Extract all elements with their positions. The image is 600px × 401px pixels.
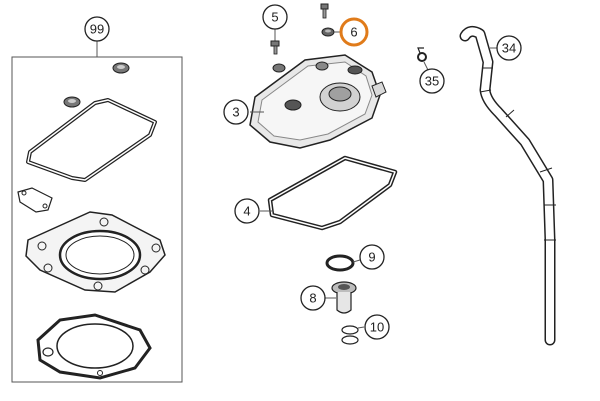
kit-bolt-hole (43, 263, 53, 273)
hose-segment (505, 109, 515, 118)
callout-6[interactable]: 6 (339, 17, 369, 47)
kit-cover-gasket-inner (27, 99, 156, 181)
kit-bolt-hole (93, 281, 103, 291)
kit-flange-gasket (17, 187, 53, 213)
hose-clamp-35 (417, 52, 427, 62)
breather-hose-group (417, 25, 556, 346)
callout-35-circle (419, 68, 445, 94)
callout-layer: 99 5 6 3 4 34 35 9 (84, 4, 522, 340)
kit-head-gasket-bore (58, 229, 142, 281)
valve-cover-boss-hole (328, 86, 352, 102)
leader-9 (352, 259, 361, 263)
callout-4-label: 4 (243, 204, 250, 219)
callout-9-circle (359, 244, 385, 270)
o-ring-10-bottom (341, 335, 359, 345)
callout-35-label: 35 (425, 74, 439, 89)
screw-head (320, 3, 329, 10)
callout-99-label: 99 (90, 22, 104, 37)
kit-base-dowel (42, 347, 54, 357)
o-ring-10-top (341, 325, 359, 335)
cover-gasket-inner (269, 157, 396, 229)
callout-9-label: 9 (368, 250, 375, 265)
callout-10[interactable]: 10 (364, 314, 390, 340)
callout-8-label: 8 (309, 291, 316, 306)
seal-ring-9 (325, 254, 355, 272)
cover-gasket-group (260, 155, 398, 231)
kit-flange-hole (21, 190, 27, 196)
callout-5-label: 5 (271, 10, 278, 25)
valve-cover-top (257, 61, 373, 141)
kit-flange-hole (42, 203, 48, 209)
callout-4[interactable]: 4 (234, 198, 260, 224)
kit-bolt-hole (151, 243, 161, 253)
breather-nipple (371, 81, 387, 98)
callout-6-circle-highlight (339, 17, 369, 47)
valve-cover-bolt-hole (315, 61, 329, 71)
breather-hose-outline (459, 25, 556, 346)
valve-cover-group (249, 54, 387, 149)
cover-gasket (267, 155, 398, 231)
kit-base-gasket (36, 313, 152, 380)
callout-5-circle (262, 4, 288, 30)
sleeve-group (325, 254, 365, 345)
breather-hose-body (461, 27, 554, 344)
hose-segment (479, 89, 492, 93)
callout-3-circle (223, 99, 249, 125)
callout-8-circle (300, 285, 326, 311)
leader-10 (357, 326, 365, 329)
valve-cover-bolt-hole (284, 99, 302, 111)
screw-shank (273, 45, 278, 55)
callout-99[interactable]: 99 (84, 16, 110, 42)
kit-bolt-hole (99, 217, 109, 227)
kit-base-hole (97, 370, 103, 376)
screw-shank (322, 8, 327, 19)
grommet-hole (68, 99, 76, 103)
screw-head (270, 40, 280, 47)
valve-cover-bolt-hole (347, 65, 363, 75)
leader-35 (423, 61, 429, 71)
callout-34[interactable]: 34 (496, 35, 522, 61)
hose-segment (539, 167, 553, 173)
seal-ring-hole (325, 29, 331, 33)
kit-bolt-hole (140, 265, 150, 275)
callout-3[interactable]: 3 (223, 99, 249, 125)
callout-34-label: 34 (502, 41, 516, 56)
callout-8[interactable]: 8 (300, 285, 326, 311)
callout-9[interactable]: 9 (359, 244, 385, 270)
gasket-kit-group (11, 41, 183, 383)
screw-seal (272, 63, 286, 73)
fastener-group (270, 3, 341, 73)
callout-34-circle (496, 35, 522, 61)
grommet-hole (117, 65, 125, 69)
kit-base-gasket-bore (56, 323, 134, 369)
callout-10-circle (364, 314, 390, 340)
callout-6-label: 6 (350, 25, 357, 40)
callout-4-circle (234, 198, 260, 224)
sleeve-body (336, 292, 352, 314)
callout-10-label: 10 (370, 320, 384, 335)
callout-99-circle (84, 16, 110, 42)
callout-5[interactable]: 5 (262, 4, 288, 30)
hose-clamp-tab (417, 47, 424, 54)
sleeve-bore (338, 284, 350, 290)
kit-head-gasket-bore-inner (65, 235, 135, 275)
kit-bolt-hole (37, 241, 47, 251)
callout-3-label: 3 (232, 105, 239, 120)
callout-35[interactable]: 35 (419, 68, 445, 94)
